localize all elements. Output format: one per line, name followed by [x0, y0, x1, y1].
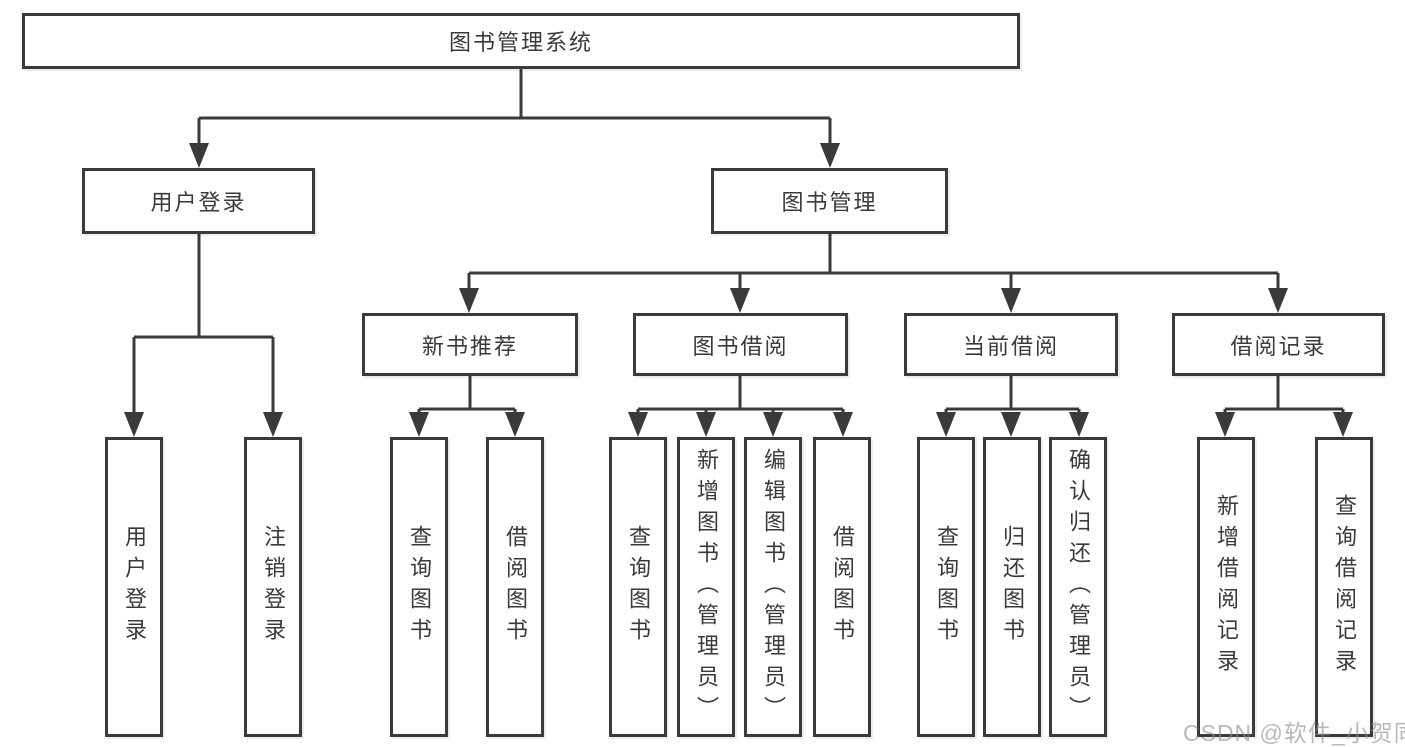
- connector-newbook-to-leaves: [417, 376, 517, 415]
- leaf-current-query-books: 查询图书: [917, 437, 975, 737]
- leaf-label: 查询图书: [626, 525, 651, 649]
- arrowhead-icon: [1001, 288, 1021, 313]
- arrowhead-icon: [820, 143, 840, 168]
- arrowhead-icon: [1333, 412, 1353, 437]
- arrowhead-icon: [189, 143, 209, 168]
- leaf-borrow-query-books: 查询图书: [609, 437, 667, 737]
- node-new-book-recommend: 新书推荐: [362, 313, 578, 376]
- leaf-newbook-query-books: 查询图书: [390, 437, 448, 737]
- leaf-label: 归还图书: [1000, 525, 1025, 649]
- leaf-label: 注销登录: [261, 525, 286, 649]
- leaf-label: 借阅图书: [503, 525, 528, 649]
- arrowhead-icon: [628, 412, 648, 437]
- arrowhead-icon: [833, 412, 853, 437]
- arrowhead-icon: [124, 412, 144, 437]
- leaf-current-confirm-return-admin: 确认归还（管理员）: [1049, 437, 1107, 737]
- leaf-label: 新增图书（管理员）: [694, 447, 719, 727]
- leaf-logout: 注销登录: [244, 437, 302, 737]
- connector-bookmgmt-to-level3: [467, 234, 1280, 292]
- leaf-label: 查询图书: [934, 525, 959, 649]
- leaf-label: 查询借阅记录: [1332, 494, 1357, 680]
- connector-current-to-leaves: [944, 376, 1081, 415]
- arrowhead-icon: [696, 412, 716, 437]
- leaf-borrow-add-books-admin: 新增图书（管理员）: [677, 437, 735, 737]
- leaf-label: 查询图书: [407, 525, 432, 649]
- arrowhead-icon: [763, 412, 783, 437]
- leaf-current-return-books: 归还图书: [983, 437, 1041, 737]
- leaf-label: 编辑图书（管理员）: [761, 447, 786, 727]
- leaf-label: 借阅图书: [830, 525, 855, 649]
- node-user-login: 用户登录: [82, 168, 315, 234]
- leaf-label: 确认归还（管理员）: [1066, 447, 1091, 727]
- leaf-label: 用户登录: [122, 525, 147, 649]
- leaf-label: 新增借阅记录: [1214, 494, 1239, 680]
- node-root: 图书管理系统: [22, 13, 1020, 69]
- arrowheads: [124, 143, 1353, 437]
- connector-userlogin-to-leaves: [132, 234, 275, 416]
- leaf-newbook-borrow-books: 借阅图书: [486, 437, 544, 737]
- node-book-management: 图书管理: [711, 168, 948, 234]
- arrowhead-icon: [1001, 412, 1021, 437]
- arrowhead-icon: [263, 412, 283, 437]
- arrowhead-icon: [1268, 288, 1288, 313]
- connector-borrow-to-leaves: [636, 376, 845, 415]
- connector-root-to-level2: [197, 69, 832, 146]
- leaf-borrow-borrow-books: 借阅图书: [813, 437, 871, 737]
- leaf-record-query: 查询借阅记录: [1315, 437, 1373, 737]
- node-borrow-records: 借阅记录: [1172, 313, 1385, 376]
- arrowhead-icon: [936, 412, 956, 437]
- arrowhead-icon: [1215, 412, 1235, 437]
- leaf-borrow-edit-books-admin: 编辑图书（管理员）: [744, 437, 802, 737]
- arrowhead-icon: [409, 412, 429, 437]
- arrowhead-icon: [1069, 412, 1089, 437]
- node-current-borrow: 当前借阅: [904, 313, 1118, 376]
- node-book-borrow: 图书借阅: [633, 313, 848, 376]
- watermark: CSDN @软件_小贺同学: [1183, 720, 1405, 746]
- leaf-user-login: 用户登录: [105, 437, 163, 737]
- arrowhead-icon: [459, 288, 479, 313]
- arrowhead-icon: [730, 288, 750, 313]
- leaf-record-add: 新增借阅记录: [1197, 437, 1255, 737]
- arrowhead-icon: [505, 412, 525, 437]
- connector-paths: [132, 69, 1345, 416]
- connector-record-to-leaves: [1223, 376, 1345, 415]
